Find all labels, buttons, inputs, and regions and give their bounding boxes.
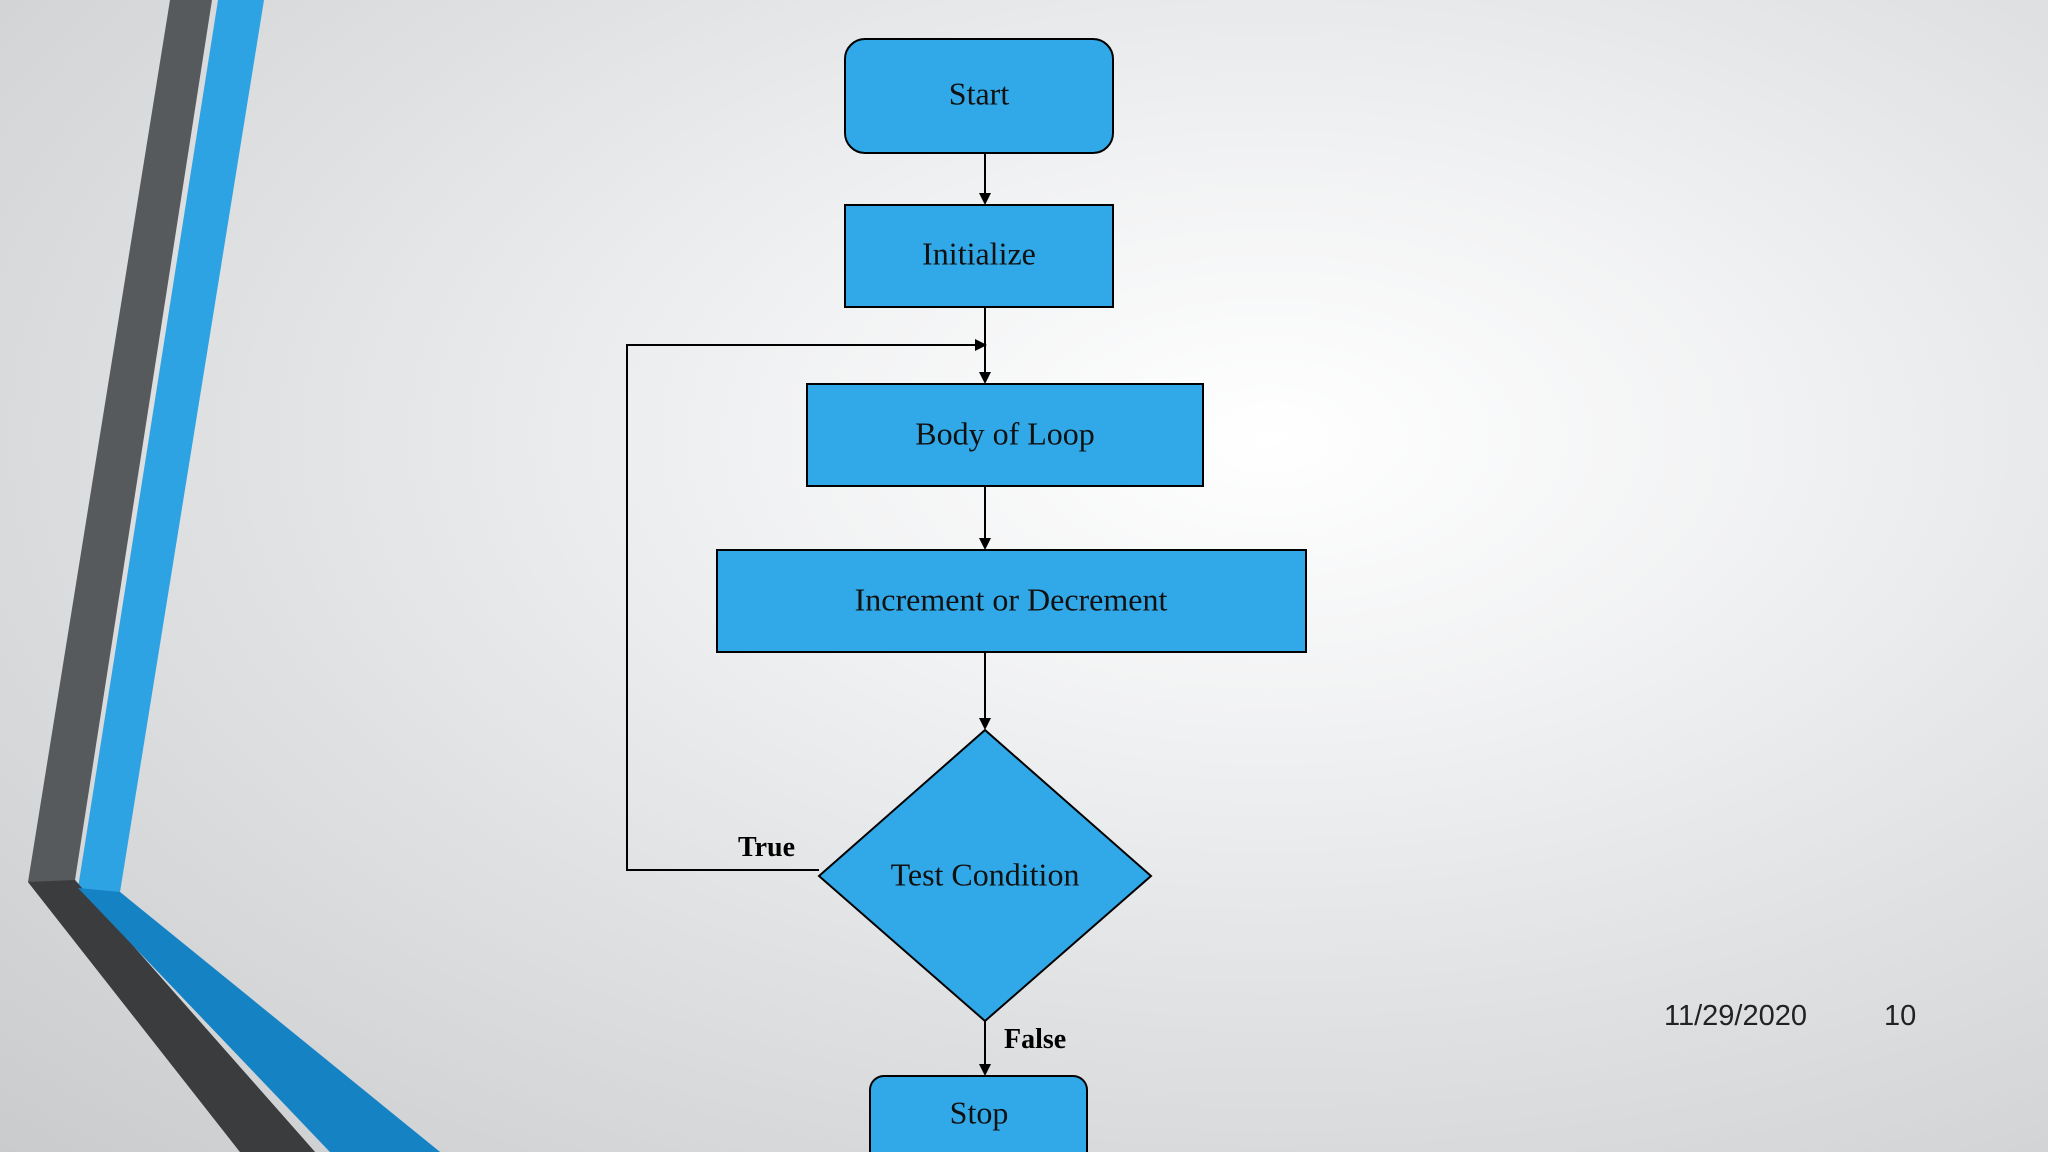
decorative-chevron — [28, 0, 440, 1152]
node-increment-decrement-label: Increment or Decrement — [855, 581, 1168, 617]
node-initialize: Initialize — [844, 204, 1114, 308]
chevron-gray-stripe — [28, 0, 315, 1152]
chevron-blue-shadow — [78, 888, 440, 1152]
edge-condition-loop-back — [626, 339, 987, 871]
edge-label-true: True — [738, 832, 795, 863]
chevron-blue-stripe — [78, 0, 440, 1152]
node-stop: Stop — [869, 1075, 1088, 1152]
process-shape — [806, 383, 1204, 487]
chevron-dark-shadow — [28, 880, 315, 1152]
node-start: Start — [844, 38, 1114, 154]
node-body-of-loop: Body of Loop — [806, 383, 1204, 487]
slide-number: 10 — [1884, 1000, 1917, 1032]
connectors — [626, 153, 991, 1076]
process-shape — [844, 204, 1114, 308]
node-stop-label: Stop — [950, 1094, 1009, 1130]
node-test-condition-label: Test Condition — [891, 856, 1080, 892]
node-body-of-loop-label: Body of Loop — [915, 415, 1095, 451]
terminal-shape — [869, 1075, 1088, 1152]
decision-shape — [817, 728, 1153, 1023]
edge-label-false: False — [1004, 1024, 1066, 1055]
node-initialize-label: Initialize — [922, 235, 1036, 271]
node-test-condition: Test Condition — [817, 728, 1153, 1023]
process-shape — [716, 549, 1307, 653]
slide-date: 11/29/2020 — [1664, 1000, 1807, 1032]
node-start-label: Start — [949, 75, 1010, 111]
terminal-shape — [844, 38, 1114, 154]
node-increment-decrement: Increment or Decrement — [716, 549, 1307, 653]
